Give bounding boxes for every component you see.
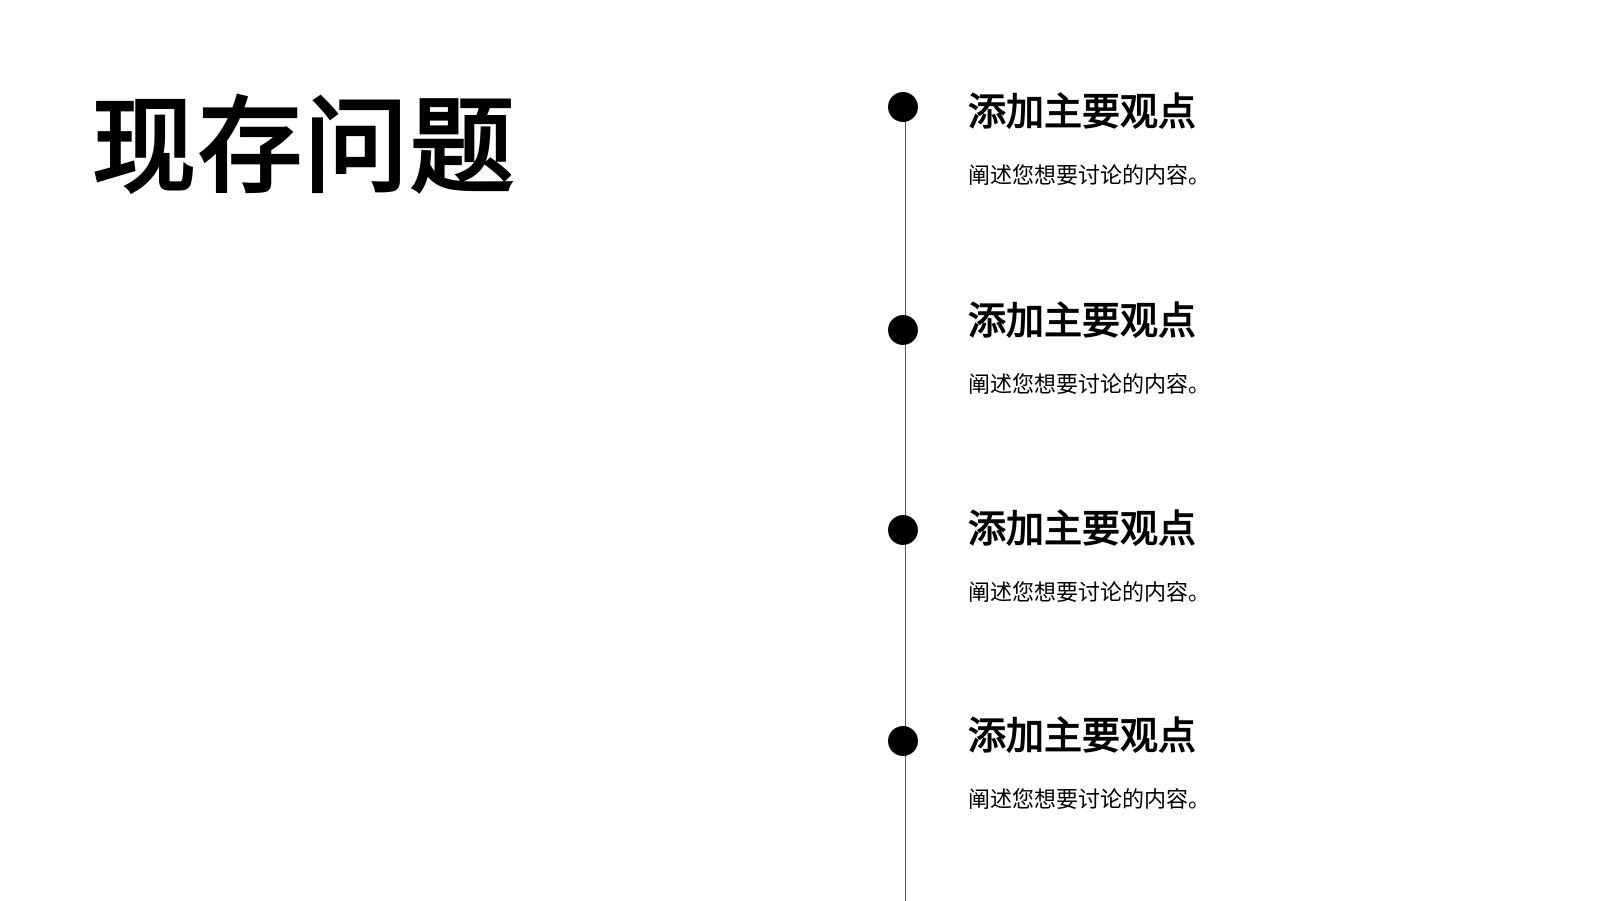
timeline-line (905, 104, 906, 901)
timeline-item-title: 添加主要观点 (968, 506, 1197, 551)
timeline-item-title: 添加主要观点 (968, 298, 1197, 343)
timeline-dot-icon (888, 92, 918, 122)
timeline-item-description: 阐述您想要讨论的内容。 (968, 788, 1211, 813)
timeline-dot-icon (888, 726, 918, 756)
timeline-item-title: 添加主要观点 (968, 713, 1197, 758)
timeline-item-description: 阐述您想要讨论的内容。 (968, 164, 1211, 189)
timeline-item-1: 添加主要观点 阐述您想要讨论的内容。 (888, 92, 1308, 232)
timeline-item-description: 阐述您想要讨论的内容。 (968, 373, 1211, 398)
timeline-item-3: 添加主要观点 阐述您想要讨论的内容。 (888, 509, 1308, 649)
timeline-item-2: 添加主要观点 阐述您想要讨论的内容。 (888, 301, 1308, 441)
timeline-item-4: 添加主要观点 阐述您想要讨论的内容。 (888, 716, 1308, 856)
timeline-item-title: 添加主要观点 (968, 89, 1197, 134)
page-title: 现存问题 (92, 85, 517, 208)
timeline-item-description: 阐述您想要讨论的内容。 (968, 581, 1211, 606)
timeline-dot-icon (888, 315, 918, 345)
timeline-dot-icon (888, 515, 918, 545)
